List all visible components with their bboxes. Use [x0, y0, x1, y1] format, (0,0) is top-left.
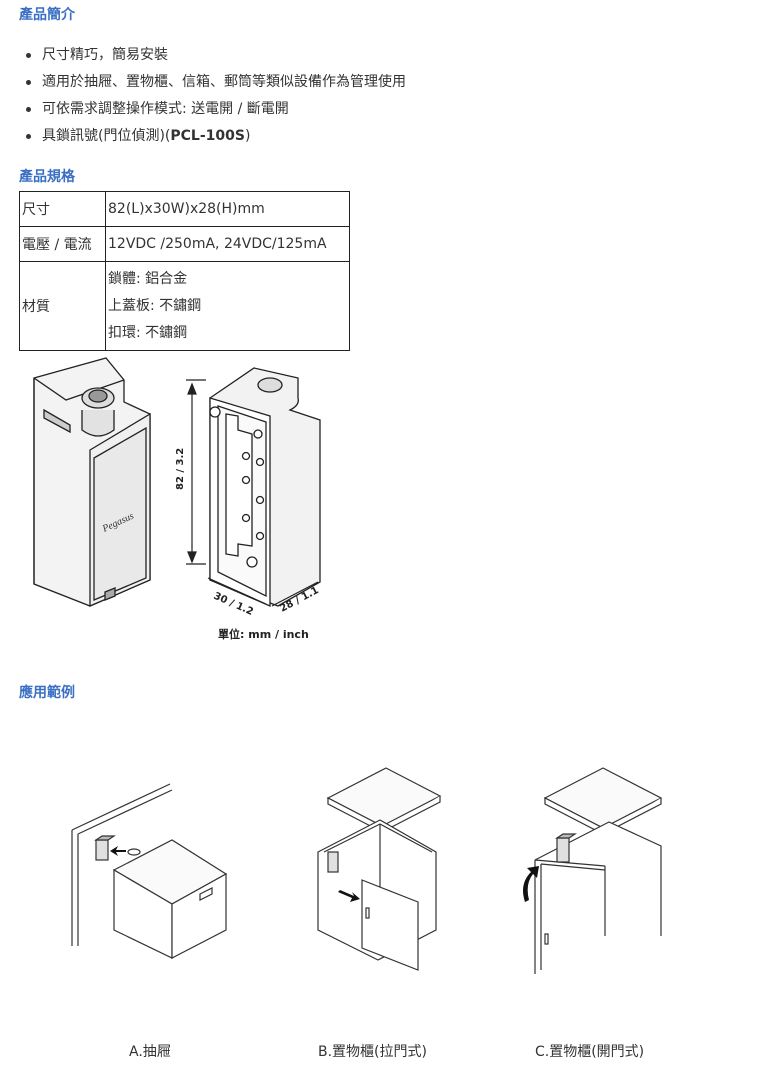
feature-list: 尺寸精巧，簡易安裝 適用於抽屜、置物櫃、信箱、郵筒等類似設備作為管理使用 可依需… — [22, 42, 406, 150]
feature-item: 可依需求調整操作模式: 送電開 / 斷電開 — [22, 96, 406, 123]
feature-item: 具鎖訊號(門位偵測)(PCL-100S) — [22, 123, 406, 150]
caption-hinged-cabinet: C.置物櫃(開門式) — [535, 1044, 645, 1060]
spec-title: 產品規格 — [19, 169, 75, 185]
dim-height-label: 82 / 3.2 — [175, 448, 186, 490]
caption-drawer: A.抽屜 — [129, 1044, 171, 1060]
caption-sliding-cabinet: B.置物櫃(拉門式) — [318, 1044, 427, 1060]
spec-value: 鎖體: 鋁合金 上蓋板: 不鏽鋼 扣環: 不鏽鋼 — [105, 261, 350, 351]
dimension-lines — [186, 379, 319, 607]
material-line: 扣環: 不鏽鋼 — [108, 324, 188, 341]
material-line: 上蓋板: 不鏽鋼 — [108, 297, 202, 314]
unit-label: 單位: mm / inch — [218, 627, 309, 641]
spec-value: 82(L)x30W)x28(H)mm — [105, 191, 350, 227]
spec-row: 尺寸 82(L)x30W)x28(H)mm — [19, 191, 350, 227]
intro-title: 產品簡介 — [19, 7, 75, 23]
spec-row: 電壓 / 電流 12VDC /250mA, 24VDC/125mA — [19, 226, 350, 262]
drawer-illustration — [71, 783, 228, 959]
feature-text: 具鎖訊號(門位偵測)( — [42, 128, 171, 144]
feature-text: 尺寸精巧，簡易安裝 — [42, 47, 168, 63]
feature-item: 尺寸精巧，簡易安裝 — [22, 42, 406, 69]
model-number: PCL-100S — [170, 128, 245, 144]
spec-value: 12VDC /250mA, 24VDC/125mA — [105, 226, 350, 262]
lock-body-front — [209, 367, 321, 607]
feature-text: 適用於抽屜、置物櫃、信箱、郵筒等類似設備作為管理使用 — [42, 74, 406, 90]
hinged-cabinet-illustration — [523, 767, 663, 974]
feature-text: 可依需求調整操作模式: 送電開 / 斷電開 — [42, 101, 289, 117]
spec-key: 材質 — [19, 261, 106, 351]
spec-key: 尺寸 — [19, 191, 106, 227]
spec-table: 尺寸 82(L)x30W)x28(H)mm 電壓 / 電流 12VDC /250… — [19, 191, 350, 351]
spec-row: 材質 鎖體: 鋁合金 上蓋板: 不鏽鋼 扣環: 不鏽鋼 — [19, 261, 350, 351]
material-line: 鎖體: 鋁合金 — [108, 270, 188, 287]
lock-body-perspective — [33, 357, 151, 607]
spec-key: 電壓 / 電流 — [19, 226, 106, 262]
product-drawing: Pegasus 82 / 3.2 30 / 1.2 28 / 1.1 單位: m… — [33, 357, 321, 641]
sliding-cabinet-illustration — [317, 767, 442, 971]
application-title: 應用範例 — [19, 685, 75, 701]
feature-tail: ) — [244, 128, 251, 144]
feature-item: 適用於抽屜、置物櫃、信箱、郵筒等類似設備作為管理使用 — [22, 69, 406, 96]
